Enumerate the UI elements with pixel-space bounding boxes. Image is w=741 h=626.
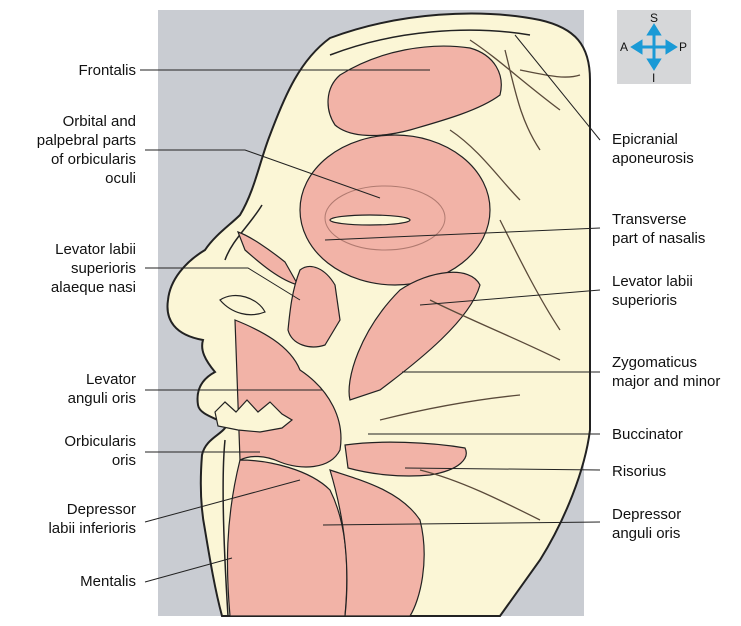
- label-levator-labii-alaeque: Levator labii superioris alaeque nasi: [51, 240, 136, 297]
- label-orbicularis-oris: Orbicularis oris: [64, 432, 136, 470]
- label-orbicularis-oculi: Orbital and palpebral parts of orbicular…: [37, 112, 136, 188]
- label-depressor-anguli-oris: Depressor anguli oris: [612, 505, 681, 543]
- label-transverse-nasalis: Transverse part of nasalis: [612, 210, 705, 248]
- label-mentalis: Mentalis: [80, 572, 136, 591]
- orbicularis-oculi-muscle: [300, 135, 490, 285]
- label-epicranial-aponeurosis: Epicranial aponeurosis: [612, 130, 694, 168]
- compass-posterior: P: [679, 40, 687, 54]
- compass-anterior: A: [620, 40, 628, 54]
- label-depressor-labii: Depressor labii inferioris: [48, 500, 136, 538]
- label-levator-labii-superioris: Levator labii superioris: [612, 272, 693, 310]
- label-levator-anguli-oris: Levator anguli oris: [68, 370, 136, 408]
- compass-superior: S: [650, 11, 658, 25]
- palpebral-fissure: [330, 215, 410, 225]
- label-risorius: Risorius: [612, 462, 666, 481]
- label-frontalis: Frontalis: [78, 61, 136, 80]
- compass-inferior: I: [652, 71, 655, 84]
- label-buccinator: Buccinator: [612, 425, 683, 444]
- risorius-muscle: [345, 442, 466, 476]
- label-zygomaticus: Zygomaticus major and minor: [612, 353, 720, 391]
- orientation-compass: S I A P: [617, 10, 691, 84]
